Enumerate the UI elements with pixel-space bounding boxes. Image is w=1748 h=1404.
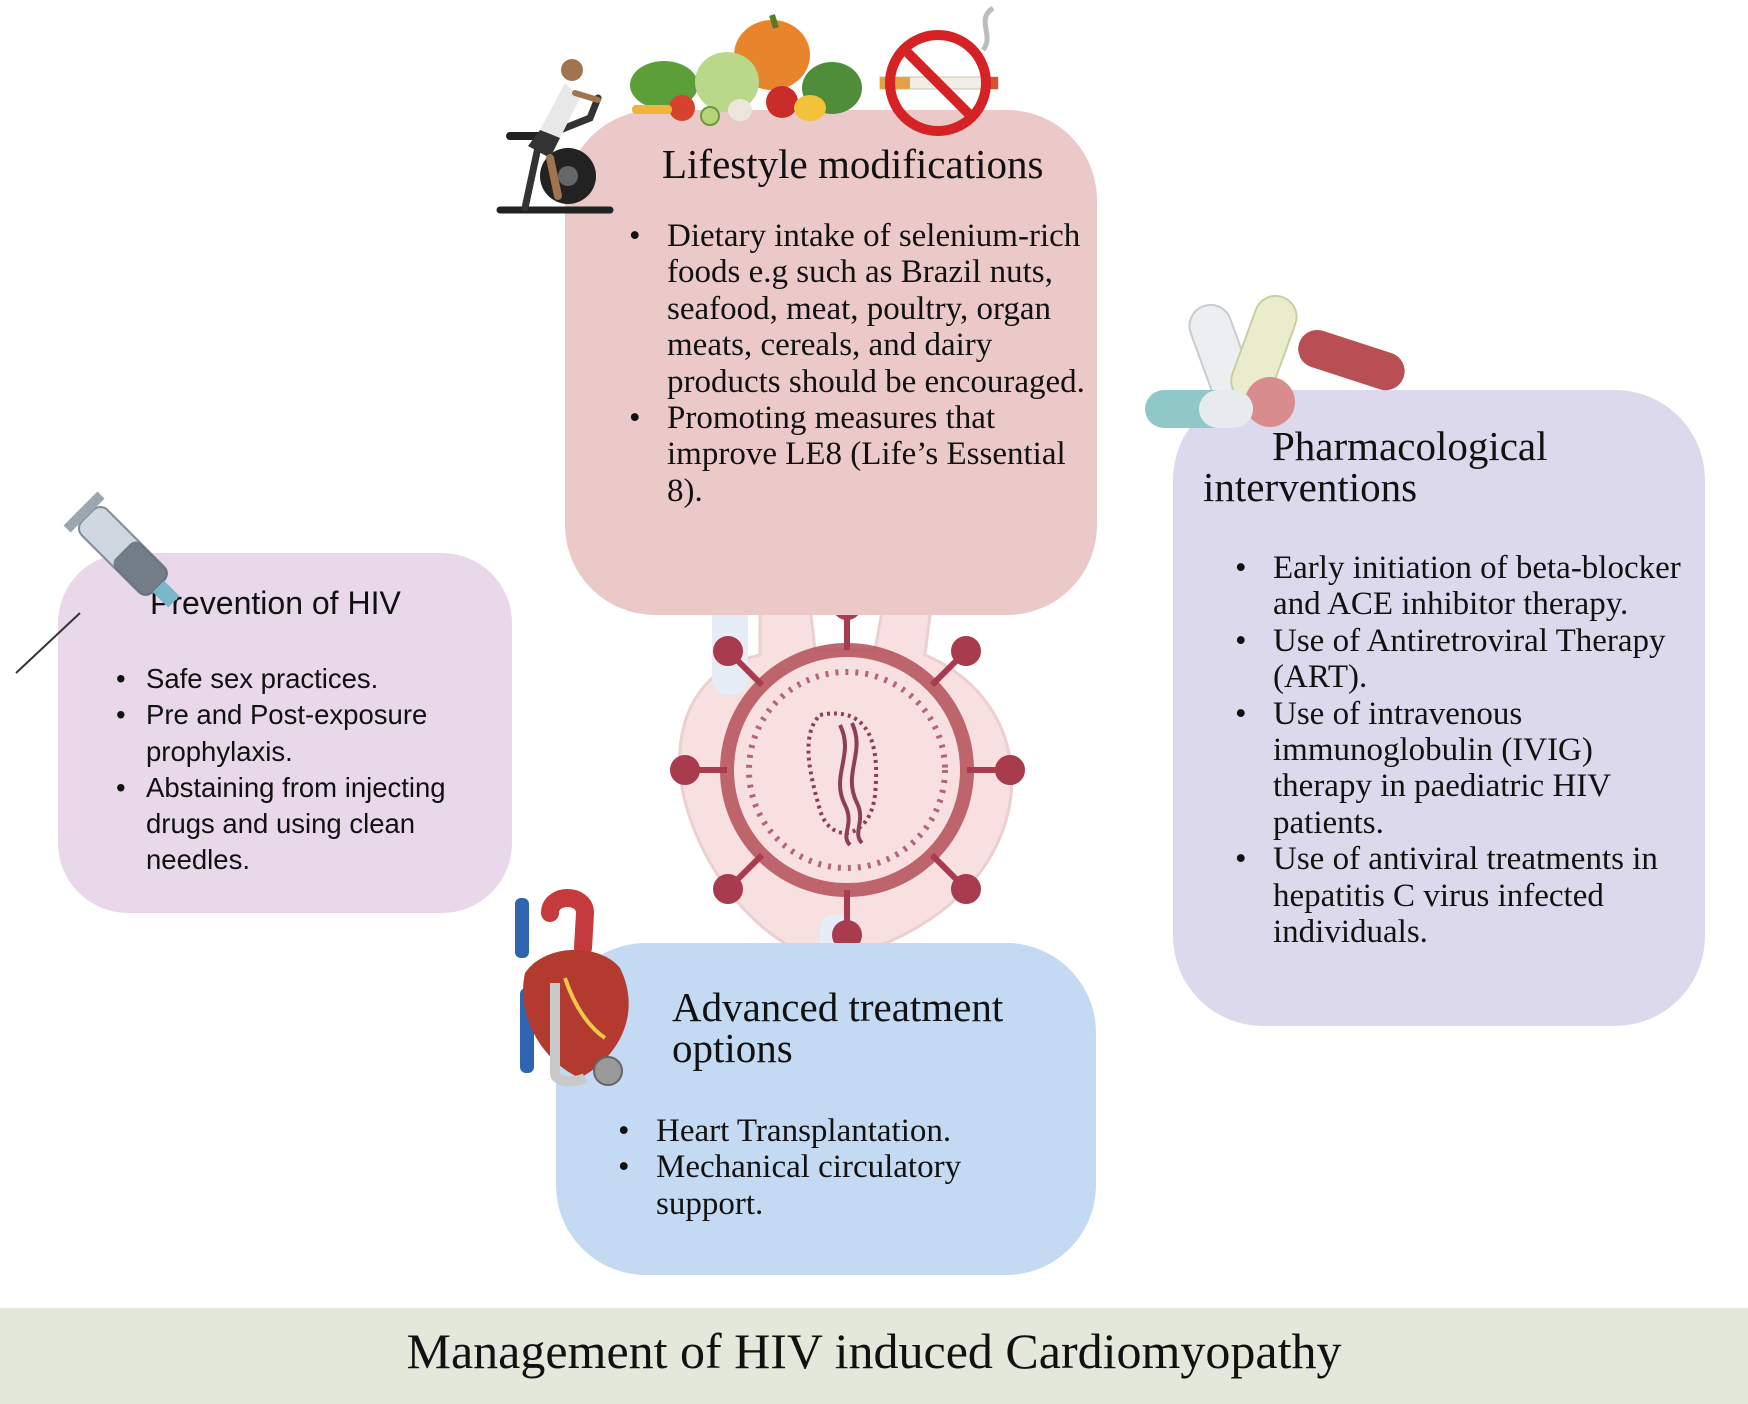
list-item: Use of Antiretroviral Therapy (ART). bbox=[1235, 623, 1693, 696]
lifestyle-modifications-panel: Lifestyle modifications Dietary intake o… bbox=[565, 110, 1097, 615]
advanced-title-line2: options bbox=[672, 1025, 793, 1071]
syringe-icon bbox=[15, 491, 180, 674]
advanced-list: Heart Transplantation. Mechanical circul… bbox=[618, 1113, 1076, 1222]
hiv-prevention-title: Prevention of HIV bbox=[150, 585, 401, 621]
advanced-title-line1: Advanced treatment bbox=[672, 984, 1004, 1030]
pharmacological-title-line2: interventions bbox=[1203, 464, 1418, 510]
list-item: Early initiation of beta-blocker and ACE… bbox=[1235, 550, 1693, 623]
footer-band: Management of HIV induced Cardiomyopathy bbox=[0, 1308, 1748, 1404]
list-item: Abstaining from injecting drugs and usin… bbox=[116, 770, 496, 879]
hiv-prevention-panel: Prevention of HIV Safe sex practices. Pr… bbox=[58, 553, 512, 913]
pharmacological-title: Pharmacological interventions bbox=[1203, 426, 1548, 508]
list-item: Dietary intake of selenium-rich foods e.… bbox=[629, 218, 1087, 400]
list-item: Heart Transplantation. bbox=[618, 1113, 1076, 1150]
list-item: Use of intravenous immunoglobulin (IVIG)… bbox=[1235, 696, 1693, 842]
vegetables-icon bbox=[630, 14, 862, 126]
page-title: Management of HIV induced Cardiomyopathy bbox=[406, 1323, 1342, 1379]
advanced-treatment-panel: Advanced treatment options Heart Transpl… bbox=[556, 943, 1096, 1275]
list-item: Pre and Post-exposure prophylaxis. bbox=[116, 697, 496, 770]
list-item: Promoting measures that improve LE8 (Lif… bbox=[629, 400, 1087, 509]
list-item: Mechanical circulatory support. bbox=[618, 1149, 1076, 1222]
pharmacological-list: Early initiation of beta-blocker and ACE… bbox=[1235, 550, 1693, 950]
list-item: Use of antiviral treatments in hepatitis… bbox=[1235, 841, 1693, 950]
heart-lvad-icon bbox=[515, 889, 629, 1087]
exercise-bike-icon bbox=[496, 59, 614, 214]
pills-icon bbox=[1145, 294, 1405, 428]
heart-virus-illustration bbox=[670, 575, 1025, 975]
list-item: Safe sex practices. bbox=[116, 661, 496, 698]
hiv-prevention-list: Safe sex practices. Pre and Post-exposur… bbox=[116, 661, 496, 879]
no-smoking-icon bbox=[879, 5, 999, 136]
pharmacological-interventions-panel: Pharmacological interventions Early init… bbox=[1173, 390, 1705, 1026]
lifestyle-title: Lifestyle modifications bbox=[662, 141, 1044, 187]
pharmacological-title-line1: Pharmacological bbox=[1272, 423, 1548, 469]
lifestyle-list: Dietary intake of selenium-rich foods e.… bbox=[629, 218, 1087, 509]
advanced-title: Advanced treatment options bbox=[672, 987, 1003, 1069]
